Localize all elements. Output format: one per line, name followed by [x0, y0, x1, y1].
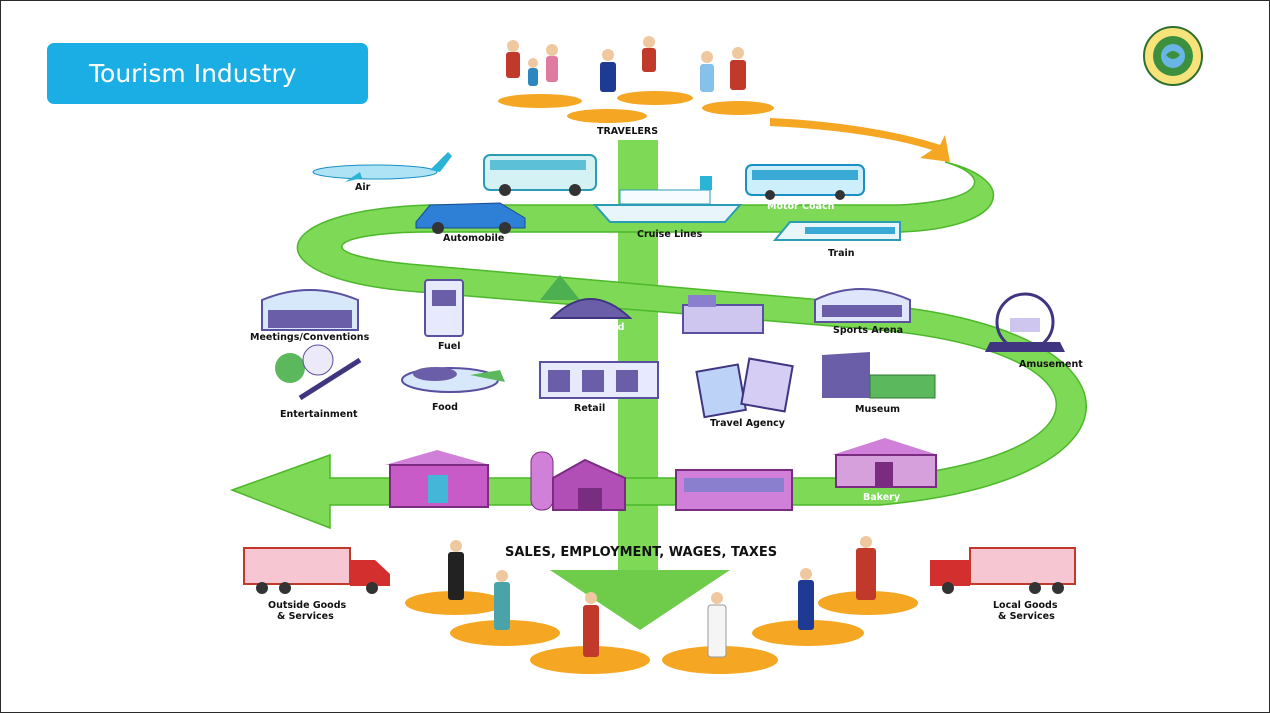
ferris-wheel-icon — [985, 292, 1065, 352]
motor-coach-label: Motor Coach — [767, 201, 835, 212]
travel-agency-label: Travel Agency — [710, 418, 786, 429]
food-plate-icon — [401, 367, 505, 393]
rv-icon — [483, 154, 597, 196]
bakery-label: Bakery — [863, 492, 901, 503]
food-label: Food — [432, 402, 458, 413]
bus-icon — [745, 164, 865, 200]
bank-icon — [385, 450, 490, 508]
fuel-label: Fuel — [438, 341, 460, 352]
travelers-group: TRAVELERS — [498, 36, 774, 137]
entertainment-label: Entertainment — [280, 409, 358, 420]
local-goods-label-line2: & Services — [998, 611, 1055, 622]
outside-goods-truck-icon — [243, 547, 390, 594]
museum-icon — [822, 352, 936, 399]
ship-icon — [592, 176, 743, 223]
sports-arena-label: Sports Arena — [833, 325, 903, 336]
campground-label: Campground — [556, 322, 624, 333]
outside-goods-label-line1: Outside Goods — [268, 600, 346, 611]
car-icon — [415, 202, 526, 234]
local-goods-truck-icon — [930, 547, 1076, 594]
rv-label: RV — [531, 196, 546, 207]
ministry-seal-icon — [1143, 26, 1203, 86]
farm-label: Farm — [567, 515, 594, 526]
tent-icon — [540, 275, 633, 319]
lodging-label: Lodging — [703, 338, 746, 349]
bakery-icon — [832, 438, 938, 488]
train-label: Train — [828, 248, 855, 259]
slide-title: Tourism Industry — [47, 43, 368, 104]
bed-icon — [682, 295, 764, 334]
store-icon — [539, 361, 659, 399]
museum-label: Museum — [855, 404, 900, 415]
workers-group — [405, 536, 918, 674]
retail-label: Retail — [574, 403, 605, 414]
school-icon — [675, 469, 793, 511]
train-icon — [772, 221, 901, 241]
automobile-label: Automobile — [443, 233, 504, 244]
outcomes-label: SALES, EMPLOYMENT, WAGES, TAXES — [505, 545, 777, 560]
amusement-label: Amusement — [1019, 359, 1083, 370]
meetings-conventions-label: Meetings/Conventions — [250, 332, 370, 343]
air-label: Air — [355, 182, 371, 193]
convention-center-icon — [261, 289, 359, 331]
fuel-pump-icon — [424, 279, 464, 337]
bank-label: Bank — [424, 509, 451, 520]
stadium-icon — [814, 288, 911, 323]
cruise-lines-label: Cruise Lines — [637, 229, 703, 240]
barn-icon — [530, 451, 626, 511]
travelers-label: TRAVELERS — [597, 126, 658, 137]
local-goods-label-line1: Local Goods — [993, 600, 1058, 611]
outside-goods-label-line2: & Services — [277, 611, 334, 622]
brochure-icon — [695, 357, 794, 419]
school-label: School — [713, 514, 749, 525]
airplane-icon — [312, 152, 452, 182]
theater-masks-icon — [275, 344, 362, 401]
